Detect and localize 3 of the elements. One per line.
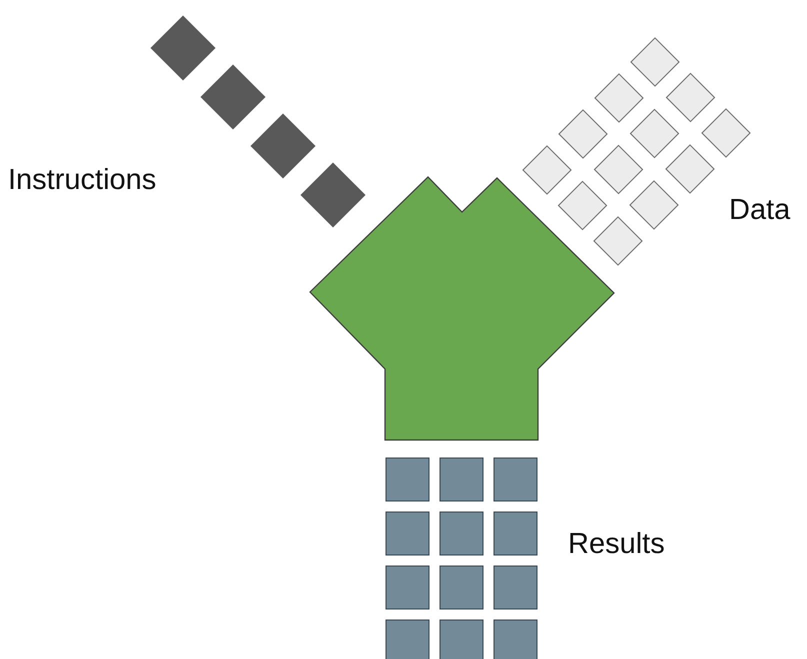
- caption-text: Data: [729, 196, 790, 225]
- caption-text: Instructions: [8, 166, 156, 195]
- caption-text: Results: [568, 530, 665, 559]
